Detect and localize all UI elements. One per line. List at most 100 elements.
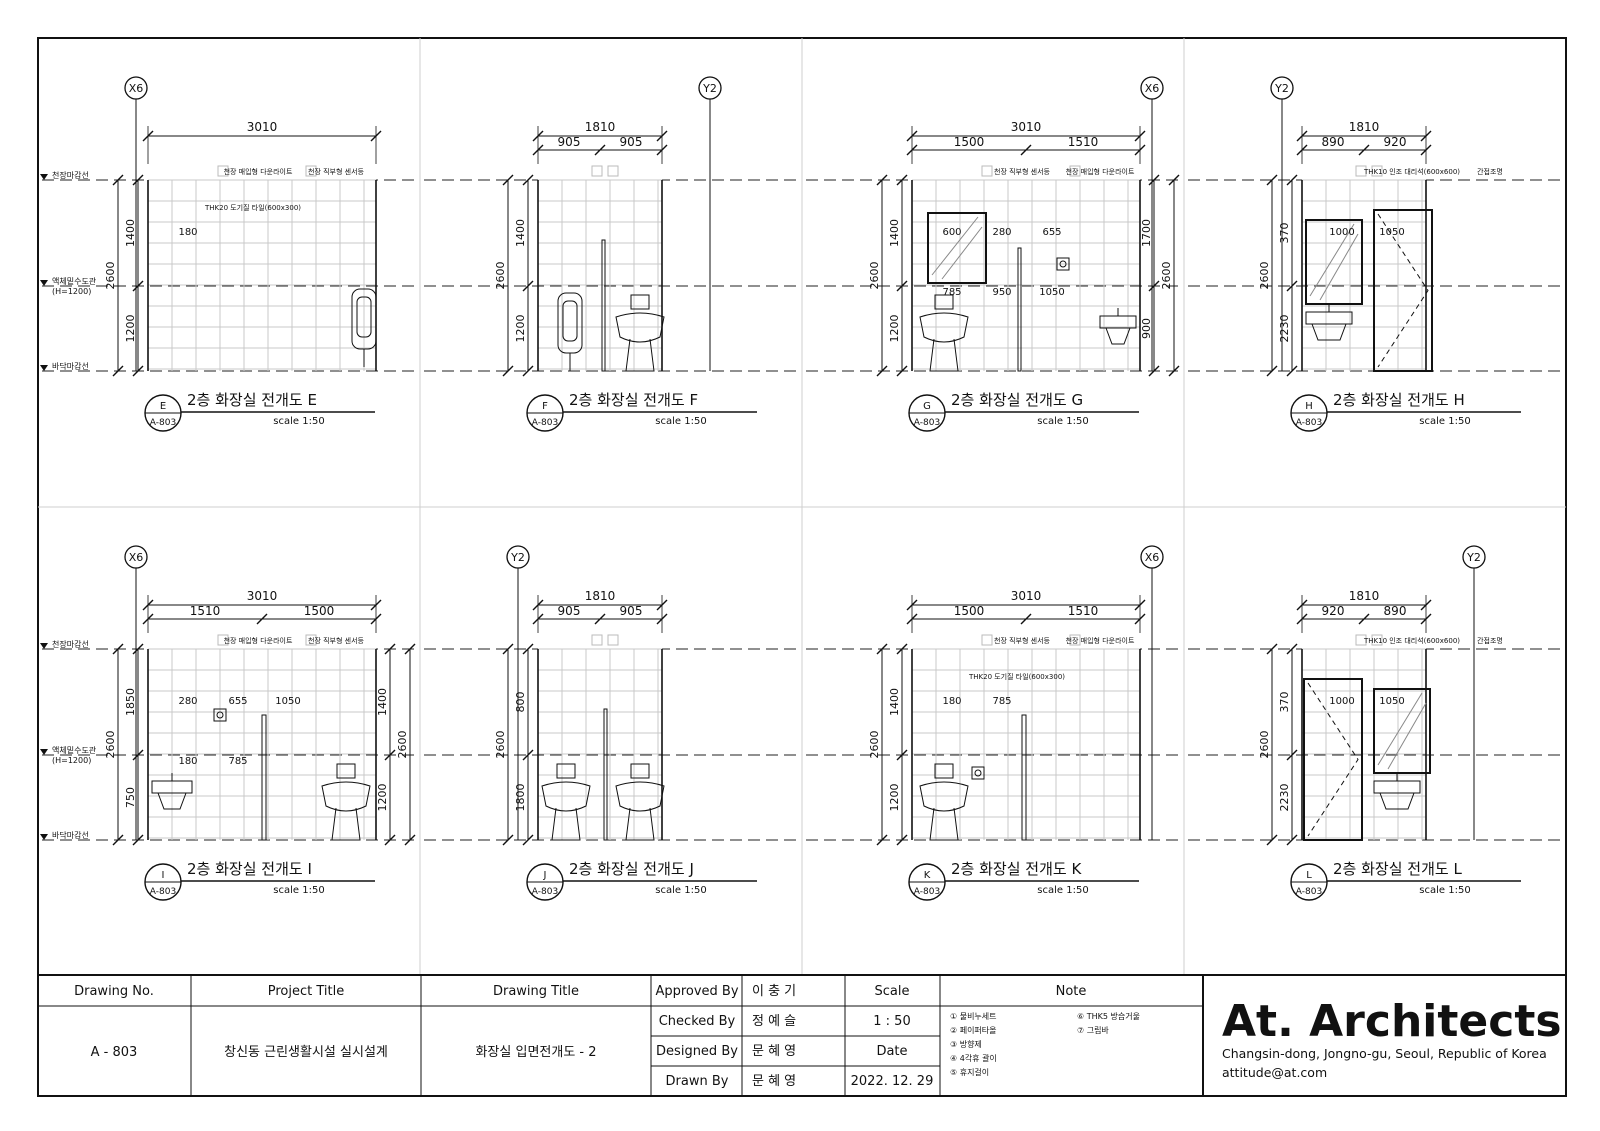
dimension-tick	[1134, 613, 1146, 625]
wall-tiles	[537, 648, 662, 840]
panel-grid	[38, 38, 1566, 975]
dimension-tick	[1148, 174, 1160, 186]
dimension-tick	[522, 643, 534, 655]
grid-label: Y2	[702, 82, 717, 95]
grid-label: X6	[129, 551, 144, 564]
toilet-bowl	[919, 312, 969, 343]
dimension-tick	[112, 365, 124, 377]
dimension-tick	[1020, 144, 1032, 156]
dimension-tick	[404, 834, 416, 846]
company-email: attitude@at.com	[1222, 1065, 1327, 1080]
downlight-icon	[607, 165, 619, 177]
dimension-tick	[532, 144, 544, 156]
tissue-box	[971, 766, 985, 780]
mirror-frame	[1305, 219, 1363, 305]
dimension-tick	[1266, 174, 1278, 186]
sheet-reference: A-803	[150, 418, 176, 428]
dimension-tick	[502, 834, 514, 846]
drawing-title-label: Drawing Title	[493, 984, 579, 999]
toilet	[615, 763, 665, 841]
dimension-tick	[1358, 613, 1370, 625]
sensor-light-icon	[305, 165, 317, 177]
grid-bubble	[1140, 545, 1164, 569]
dimension-text: 1500	[954, 135, 985, 149]
grid-label: X6	[1145, 82, 1160, 95]
toilet-tank	[630, 763, 650, 779]
grab-bar	[261, 714, 267, 841]
partition-post	[603, 708, 608, 841]
elevation-letter: K	[924, 870, 931, 881]
mirror	[927, 212, 987, 284]
level-marker-icon	[40, 174, 48, 180]
grab-bar-rod	[261, 714, 267, 841]
material-note: 천장 직부형 센서등	[994, 636, 1051, 645]
fixture-dimension: 280	[992, 227, 1011, 238]
fixture-dimension: 1050	[1379, 227, 1404, 238]
dimension-text: 1400	[514, 219, 527, 247]
dimension-text: 3010	[247, 120, 278, 134]
tissue-roll	[216, 711, 224, 719]
downlight-icon	[607, 634, 619, 646]
dimension-tick	[896, 834, 908, 846]
toilet-bowl	[615, 781, 665, 812]
dimension-tick	[1134, 144, 1146, 156]
note-item: ⑦ 그립바	[1077, 1025, 1109, 1035]
elevation-title: 2층 화장실 전개도 H	[1333, 391, 1465, 409]
drawing-no-label: Drawing No.	[74, 984, 154, 999]
elevation-letter: L	[1306, 870, 1312, 881]
tissue-holder	[971, 766, 985, 780]
dimension-tick	[502, 365, 514, 377]
dimension-text: 1700	[1140, 219, 1153, 247]
level-label: 바닥마감선	[52, 361, 89, 371]
elevation-scale: scale 1:50	[1419, 416, 1470, 427]
door-swing	[1307, 682, 1359, 837]
dimension-tick	[876, 174, 888, 186]
dimension-text: 1400	[888, 219, 901, 247]
approved-by-value: 이 충 기	[752, 984, 796, 999]
dimension-text: 905	[620, 604, 643, 618]
dimension-text: 750	[124, 787, 137, 808]
note-item: ⑥ THK5 방습거울	[1077, 1011, 1140, 1021]
dimension-text: 1200	[376, 784, 389, 812]
level-label: 액체밑수도관	[52, 276, 97, 286]
dimension-text: 2600	[1258, 262, 1271, 290]
dimension-tick	[1286, 365, 1298, 377]
fixture-dimension: 1050	[1039, 287, 1064, 298]
material-note: 천장 매입형 다운라이트	[224, 636, 293, 645]
toilet-bowl	[615, 312, 665, 343]
material-note: THK10 인조 대리석(600x600)	[1363, 167, 1460, 176]
dimension-text: 890	[1384, 604, 1407, 618]
mirror-reflection	[941, 226, 983, 280]
wall-tiles	[147, 179, 376, 371]
tissue-roll	[974, 769, 982, 777]
sink-basin	[1105, 327, 1131, 345]
elevation-letter: E	[160, 401, 166, 412]
toilet-bowl	[919, 781, 969, 812]
dimension-text: 1800	[514, 784, 527, 812]
tissue-roll	[1059, 260, 1067, 268]
dimension-tick	[876, 643, 888, 655]
elevation-title: 2층 화장실 전개도 F	[569, 391, 698, 409]
dimension-tick	[594, 144, 606, 156]
fixture-dimension: 785	[992, 696, 1011, 707]
dimension-tick	[112, 834, 124, 846]
company-address: Changsin-dong, Jongno-gu, Seoul, Republi…	[1222, 1046, 1547, 1061]
dimension-tick	[1286, 280, 1298, 292]
elevation-scale: scale 1:50	[273, 416, 324, 427]
mirror-frame	[927, 212, 987, 284]
project-title-label: Project Title	[268, 984, 344, 999]
dimension-text: 370	[1278, 223, 1291, 244]
fixture-dimension: 785	[942, 287, 961, 298]
grid-bubble	[1270, 76, 1294, 100]
wall-tiles	[911, 179, 1140, 371]
dimension-tick	[384, 749, 396, 761]
sensor-light-icon	[591, 634, 603, 646]
fixture-dimension: 280	[178, 696, 197, 707]
material-note: 천장 매입형 다운라이트	[1066, 167, 1135, 176]
mirror-reflection	[1377, 692, 1423, 766]
dimension-text: 1400	[376, 688, 389, 716]
dimension-text: 905	[558, 604, 581, 618]
checked-by-value: 정 예 슬	[752, 1014, 796, 1029]
elevation-scale: scale 1:50	[1037, 416, 1088, 427]
